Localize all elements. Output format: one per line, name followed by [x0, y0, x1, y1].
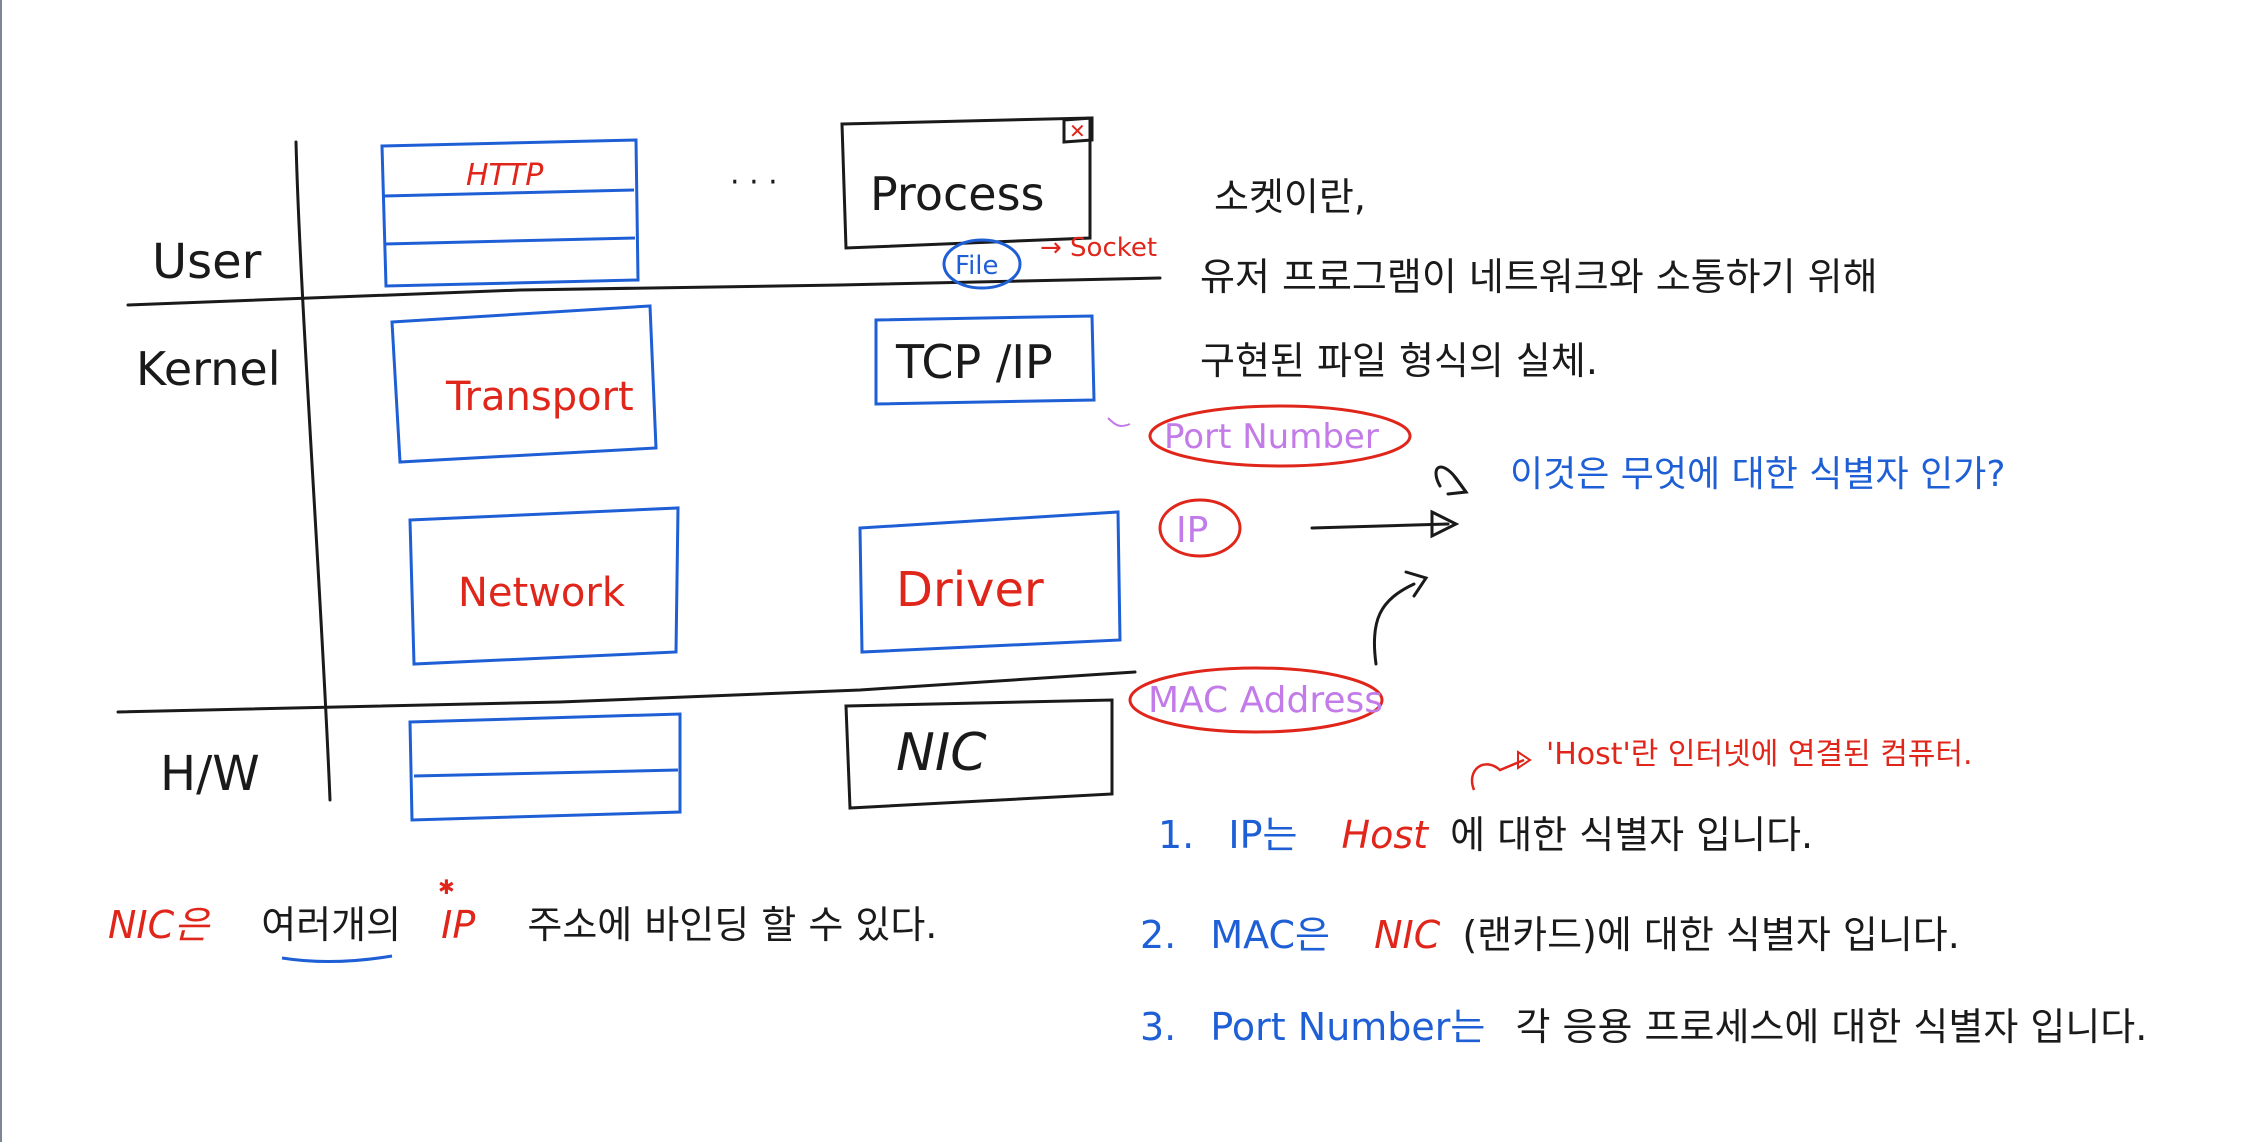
ip-circle [1158, 498, 1242, 558]
list-item-2-num: 2. [1140, 913, 1176, 957]
host-arrow [1470, 758, 1525, 791]
arrow-mac-head [1404, 570, 1429, 598]
multi-underline [281, 954, 393, 964]
arrow-port-head [1446, 474, 1469, 496]
arrow-ip [1310, 522, 1450, 530]
ip-label: IP [1176, 510, 1208, 551]
question-arrows [1310, 465, 1469, 666]
label-hw: H/W [160, 746, 260, 802]
process-label: Process [870, 167, 1045, 221]
nic-label: NIC [896, 723, 987, 783]
mac-address-circle [1128, 666, 1384, 734]
hw-box [408, 712, 682, 822]
list-item-3-term: Port Number는 [1210, 1005, 1485, 1049]
star-mark: ✱ [438, 875, 455, 899]
host-arrow-head [1517, 750, 1532, 770]
list-item-3-num: 3. [1140, 1005, 1176, 1049]
identifier-list: 1. IP는 Host 에 대한 식별자 입니다. 2. MAC은 NIC (랜… [1140, 813, 2147, 1049]
list-item-1-num: 1. [1158, 813, 1194, 857]
nic-note-rest: 주소에 바인딩 할 수 있다. [527, 903, 937, 947]
tcpip-box [874, 314, 1096, 406]
nic-box [844, 698, 1114, 810]
list-item-2: 2. MAC은 NIC (랜카드)에 대한 식별자 입니다. [1140, 913, 1960, 957]
socket-def-line3: 구현된 파일 형식의 실체. [1200, 339, 1598, 383]
process-box [840, 116, 1094, 250]
list-item-1: 1. IP는 Host 에 대한 식별자 입니다. [1158, 813, 1813, 857]
nic-note-ip: IP [441, 903, 475, 947]
list-item-2-rest: (랜카드)에 대한 식별자 입니다. [1462, 913, 1960, 957]
mac-address-label: MAC Address [1148, 680, 1383, 721]
file-label: File [955, 251, 999, 281]
layer-lines [116, 140, 1162, 802]
list-item-1-term: IP는 [1228, 813, 1297, 857]
file-circle [942, 238, 1022, 290]
list-item-1-rest: 에 대한 식별자 입니다. [1450, 813, 1813, 857]
identifier-question: 이것은 무엇에 대한 식별자 인가? [1510, 454, 2005, 495]
user-kernel-line [126, 276, 1162, 307]
vertical-divider [294, 140, 332, 802]
port-hook [1107, 417, 1131, 427]
port-number-label: Port Number [1164, 417, 1379, 457]
list-item-2-target: NIC [1374, 913, 1441, 957]
socket-def-line1: 소켓이란, [1214, 175, 1366, 219]
network-label: Network [458, 570, 626, 616]
host-note: 'Host'란 인터넷에 연결된 컴퓨터. [1546, 737, 1973, 772]
transport-label: Transport [445, 374, 634, 420]
driver-label: Driver [896, 562, 1044, 618]
label-user: User [152, 234, 262, 290]
arrow-mac [1372, 582, 1416, 666]
port-number-circle [1148, 404, 1412, 468]
list-item-2-term: MAC은 [1210, 913, 1330, 957]
list-item-3-rest: 각 응용 프로세스에 대한 식별자 입니다. [1515, 1005, 2147, 1049]
nic-note-nic: NIC은 [108, 903, 211, 947]
socket-label: → Socket [1040, 233, 1157, 263]
list-item-3: 3. Port Number는 각 응용 프로세스에 대한 식별자 입니다. [1140, 1005, 2147, 1049]
nic-note: NIC은 여러개의 IP 주소에 바인딩 할 수 있다. [108, 903, 937, 947]
socket-def-line2: 유저 프로그램이 네트워크와 소통하기 위해 [1200, 255, 1878, 299]
http-box [380, 138, 640, 288]
close-icon: ✕ [1069, 119, 1086, 143]
ellipsis: · · · [730, 165, 778, 200]
network-box [408, 506, 680, 666]
tcpip-label: TCP /IP [895, 335, 1053, 389]
arrow-ip-head [1430, 509, 1460, 539]
transport-box [390, 304, 658, 464]
list-item-1-target: Host [1342, 813, 1431, 857]
nic-note-multi: 여러개의 [261, 903, 401, 947]
http-label: HTTP [466, 158, 544, 193]
driver-box [858, 510, 1122, 654]
label-kernel: Kernel [136, 342, 281, 396]
kernel-hw-line [116, 670, 1137, 714]
